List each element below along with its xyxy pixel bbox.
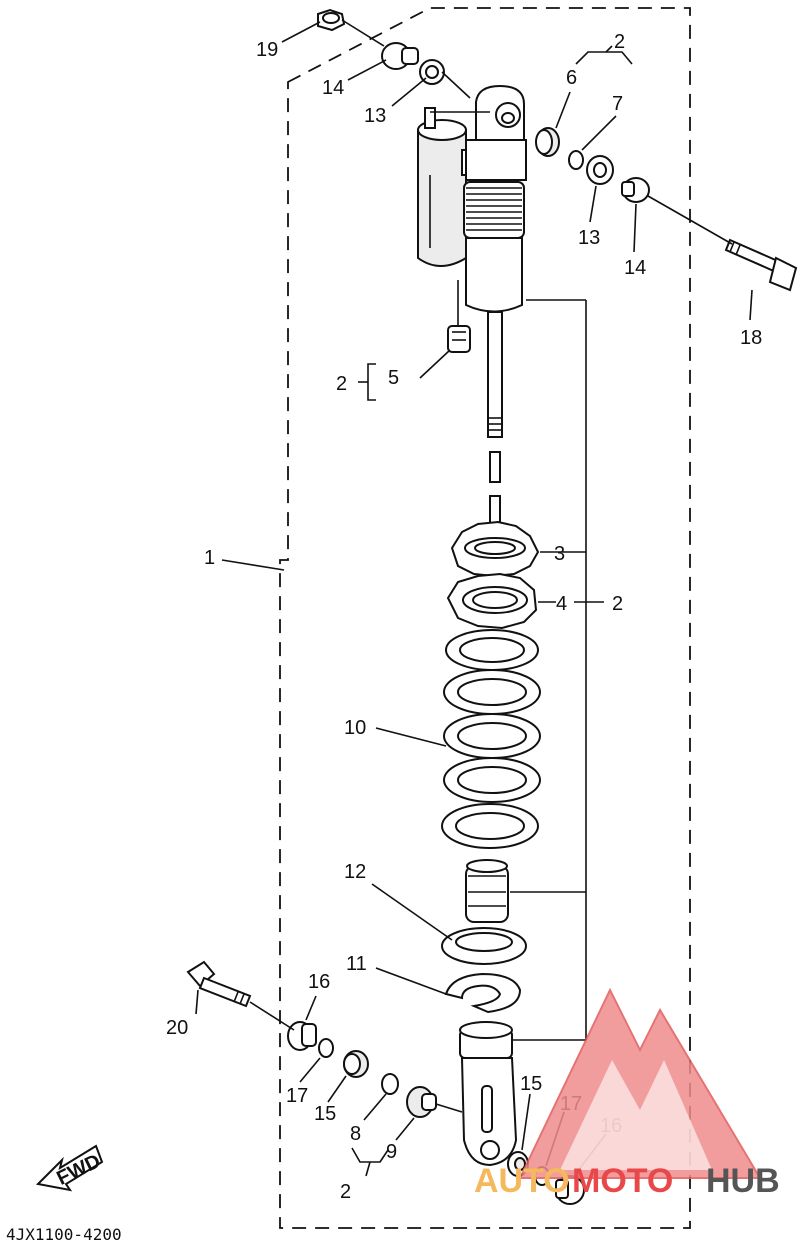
label-18: 18 — [740, 327, 762, 349]
label-19: 19 — [256, 39, 278, 61]
label-13: 13 — [364, 105, 386, 127]
label-2: 2 — [336, 373, 347, 395]
watermark-hub: HUB — [706, 1162, 780, 1200]
part-4-adjuster-nut — [446, 572, 538, 630]
part-7-circlip — [568, 150, 584, 170]
label-15: 15 — [314, 1103, 336, 1125]
lower-clevis — [459, 1021, 518, 1167]
part-20-bolt — [186, 960, 252, 1008]
label-14: 14 — [624, 257, 646, 279]
label-6: 6 — [566, 67, 577, 89]
part-16-collar — [287, 1021, 317, 1051]
label-20: 20 — [166, 1017, 188, 1039]
label-2: 2 — [340, 1181, 351, 1203]
shock-body-assembly — [417, 84, 527, 438]
label-14: 14 — [322, 77, 344, 99]
part-14-collar — [381, 42, 419, 70]
collar-threads — [466, 187, 522, 231]
shaft-segment — [489, 451, 501, 483]
part-11-retainer — [444, 972, 522, 1014]
watermark-auto: AUTO — [474, 1162, 570, 1200]
part-5-bushing — [447, 325, 471, 353]
label-3: 3 — [554, 543, 565, 565]
part-3-locknut — [450, 520, 540, 578]
part-10-spring — [441, 629, 541, 849]
part-15-bearing — [343, 1050, 369, 1078]
part-17-circlip — [318, 1038, 334, 1058]
label-8: 8 — [350, 1123, 361, 1145]
part-14-collar-right — [621, 177, 650, 203]
part-12-spring-seat — [441, 927, 527, 965]
watermark-moto: MOTO — [572, 1162, 673, 1200]
label-11: 11 — [346, 953, 367, 975]
part-8-ring — [381, 1073, 399, 1095]
label-12: 12 — [344, 861, 366, 883]
label-4: 4 — [556, 593, 567, 615]
label-13: 13 — [578, 227, 600, 249]
label-2: 2 — [614, 31, 625, 53]
label-10: 10 — [344, 717, 366, 739]
label-9: 9 — [386, 1141, 397, 1163]
diagram-code: 4JX1100-4200 — [6, 1225, 122, 1244]
part-18-bolt — [724, 238, 798, 292]
part-9-bushing — [406, 1086, 437, 1118]
label-16: 16 — [308, 971, 330, 993]
label-15: 15 — [520, 1073, 542, 1095]
fwd-arrow-icon: FWD — [35, 1144, 104, 1192]
watermark-logo: AUTO MOTO HUB — [474, 987, 780, 1200]
leader-lines — [195, 19, 753, 1177]
label-17: 17 — [286, 1085, 308, 1107]
label-7: 7 — [612, 93, 623, 115]
assembly-boundary — [279, 7, 691, 1229]
label-5: 5 — [388, 367, 399, 389]
label-2: 2 — [612, 593, 623, 615]
part-6-bearing — [535, 127, 560, 157]
part-16-collar-right — [555, 1175, 585, 1205]
label-1: 1 — [204, 547, 215, 569]
part-13-seal-right — [586, 155, 614, 185]
bump-stop — [465, 859, 509, 923]
part-19-nut — [317, 8, 346, 32]
